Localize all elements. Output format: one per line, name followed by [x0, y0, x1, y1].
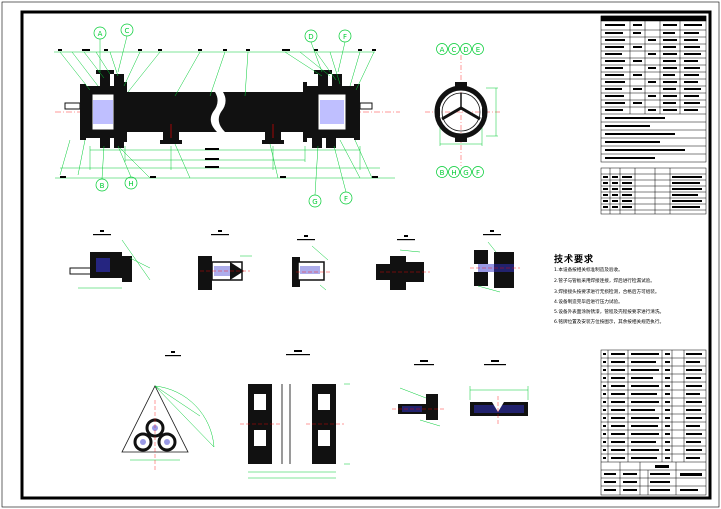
- note-line-1: 1.本设备按相关标准制造及验收。: [554, 268, 623, 273]
- end-label-bottom-2: H: [451, 169, 456, 177]
- section-circle-c-top: C: [117, 23, 134, 73]
- detail-view-1: [69, 230, 151, 289]
- section-circle-b-bottom: B: [95, 145, 109, 192]
- main-view-tag-marks: [58, 49, 378, 178]
- circle-label-a: A: [98, 30, 103, 38]
- circle-label-f-bottom: F: [344, 195, 348, 203]
- detail-view-flange-left: [392, 360, 446, 427]
- end-label-top-2: C: [452, 46, 457, 54]
- circle-label-b: B: [100, 182, 105, 190]
- section-circle-f-bottom: F: [333, 145, 353, 205]
- circle-label-g: G: [312, 198, 317, 206]
- note-line-5: 5.设备外表面涂防锈漆，管程及壳程按要求进行清洗。: [554, 310, 665, 315]
- baffle-plate-view-left: [240, 350, 310, 464]
- section-circle-d-top: D: [304, 29, 323, 73]
- note-line-2: 2.管子与管板采用焊接连接，焊后进行检漏试验。: [554, 279, 655, 284]
- end-label-bottom-3: G: [463, 169, 468, 177]
- circle-label-h: H: [128, 180, 133, 188]
- parts-list-marks: [603, 353, 702, 491]
- drawing-frame: [20, 10, 712, 500]
- end-view-section-labels-bottom: B H G F: [436, 166, 484, 178]
- nozzle-table-marks: [603, 176, 702, 208]
- end-label-top-4: E: [476, 46, 480, 54]
- end-view: A C D E B H G F: [425, 43, 500, 178]
- circle-label-c: C: [125, 27, 130, 35]
- circle-label-d: D: [308, 33, 313, 41]
- triangle-tube-layout: [121, 351, 215, 470]
- baffle-plate-view-right: [248, 383, 350, 479]
- detail-view-4: [376, 235, 430, 290]
- detail-view-weld-right: [469, 360, 529, 426]
- main-view-leaders: [54, 51, 395, 179]
- end-label-top-3: D: [463, 46, 468, 54]
- section-circle-g-bottom: G: [308, 145, 322, 208]
- section-circle-a-top: A: [93, 26, 107, 72]
- section-circle-f-top: F: [337, 29, 352, 73]
- note-line-6: 6.铭牌位置及安装方位按图示，其余按相关规范执行。: [554, 320, 665, 325]
- detail-view-3: [292, 235, 330, 291]
- detail-view-5: [470, 230, 520, 293]
- end-label-top-1: A: [440, 46, 445, 54]
- nozzle-table: [600, 167, 707, 215]
- technical-requirements-title: 技术要求: [554, 255, 595, 265]
- note-line-4: 4.设备制造完毕后进行压力试验。: [554, 300, 623, 305]
- section-circle-h-bottom: H: [117, 145, 138, 190]
- note-line-3: 3.焊接接头按要求进行无损检测，合格后方可组装。: [554, 290, 660, 295]
- end-view-section-labels-top: A C D E: [436, 43, 484, 55]
- parts-list-table: [600, 349, 707, 496]
- title-block-text-marks-top: [605, 24, 702, 159]
- exchanger-main-view: [55, 70, 400, 148]
- end-label-bottom-1: B: [440, 169, 445, 177]
- revision-table-top: [600, 15, 707, 163]
- end-label-bottom-4: F: [476, 169, 480, 177]
- circle-label-f-top: F: [343, 33, 347, 41]
- detail-view-2: [198, 230, 252, 290]
